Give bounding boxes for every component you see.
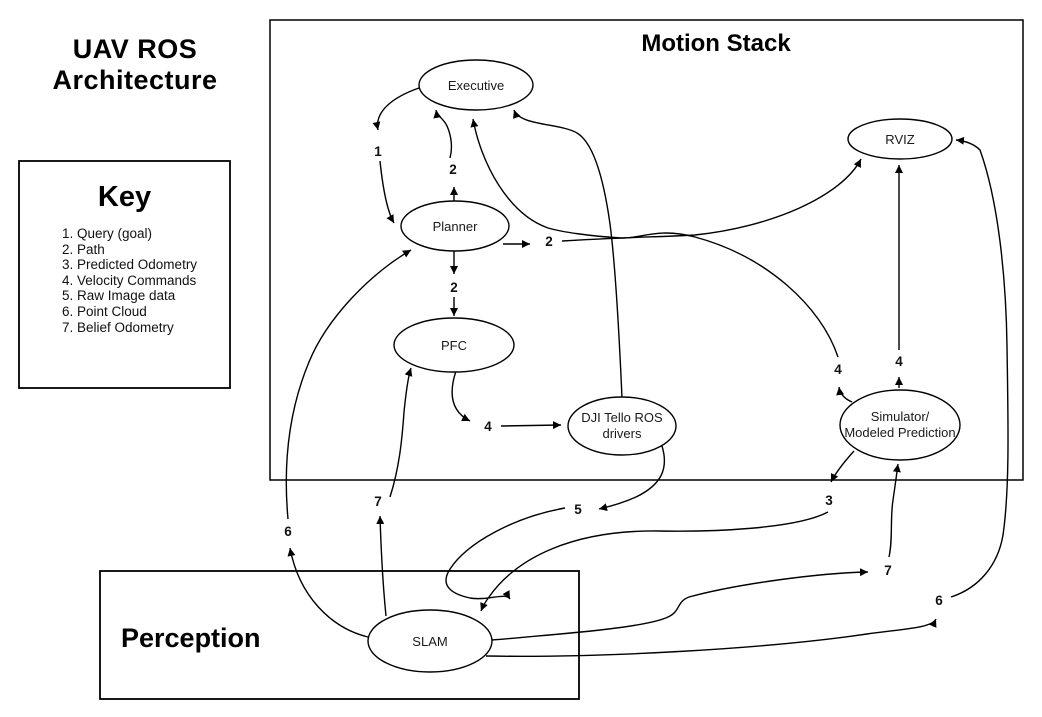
edges xyxy=(285,87,1009,657)
nodes xyxy=(367,59,961,673)
edge-simulator-to-slam-seg2 xyxy=(480,511,829,612)
edge-pfc-to-dji-seg2 xyxy=(500,421,562,430)
edge-label-4-simulator-rviz: 4 xyxy=(895,354,903,369)
edge-dji-to-slam-seg1 xyxy=(598,445,666,512)
key-item: 4. Velocity Commands xyxy=(62,272,197,288)
slam-label: SLAM xyxy=(412,634,447,649)
motion-stack-title: Motion Stack xyxy=(641,30,791,57)
edge-label-2-planner-pfc: 2 xyxy=(450,280,458,295)
edge-slam-to-pfc-seg2 xyxy=(389,367,413,498)
key-title: Key xyxy=(97,181,152,213)
edge-label-1-query: 1 xyxy=(374,144,382,159)
pfc-node xyxy=(393,317,515,373)
dji-tello-ros-drivers-node xyxy=(567,396,677,456)
perception-title: Perception xyxy=(121,623,261,653)
page-title-line2: Architecture xyxy=(52,65,218,96)
pfc-label: PFC xyxy=(441,338,467,353)
key-item: 7. Belief Odometry xyxy=(62,319,174,335)
page-title-line1: UAV ROS xyxy=(72,34,198,64)
slam-node xyxy=(367,609,493,673)
edge-dji-to-executive xyxy=(513,109,623,399)
planner-node xyxy=(400,200,510,252)
key-box xyxy=(18,160,231,389)
dji-label-line1: DJI Tello ROS xyxy=(581,410,663,425)
edge-executive-to-planner-seg2 xyxy=(379,160,395,224)
motion-stack-box xyxy=(269,19,1024,481)
edge-slam-to-rviz-seg2 xyxy=(950,136,1009,598)
edge-label-7-slam-simulator: 7 xyxy=(884,563,892,578)
edge-label-2-planner-rviz: 2 xyxy=(545,234,553,249)
executive-label: Executive xyxy=(448,78,504,93)
page-title: UAV ROS Architecture xyxy=(25,34,245,96)
rviz-label: RVIZ xyxy=(885,132,914,147)
edge-simulator-to-slam-seg1 xyxy=(830,450,855,483)
edge-pfc-to-dji-seg1 xyxy=(451,370,471,422)
edge-planner-to-executive-seg2 xyxy=(433,109,453,159)
key-item: 6. Point Cloud xyxy=(62,303,147,319)
edge-planner-to-rviz-seg2 xyxy=(561,158,862,242)
edge-simulator-to-executive-seg1 xyxy=(836,386,853,403)
key-item: 5. Raw Image data xyxy=(62,288,176,304)
edge-label-5-dji-slam: 5 xyxy=(574,502,582,517)
edge-slam-to-pfc-seg1 xyxy=(376,515,387,617)
simulator-label-line2: Modeled Prediction xyxy=(844,425,955,440)
edge-simulator-to-executive-seg2 xyxy=(470,118,839,358)
edge-label-6-slam-planner: 6 xyxy=(284,524,292,539)
key-item: 2. Path xyxy=(62,241,105,257)
edge-slam-to-planner-seg2 xyxy=(285,249,412,520)
rviz-node xyxy=(847,118,953,160)
dji-label-line2: drivers xyxy=(602,426,642,441)
key-item: 1. Query (goal) xyxy=(62,226,153,241)
simulator-modeled-prediction-node xyxy=(839,389,961,461)
perception-box xyxy=(99,570,580,700)
executive-node xyxy=(418,59,534,111)
edge-slam-to-planner-seg1 xyxy=(287,547,369,638)
edge-label-6-slam-rviz: 6 xyxy=(935,593,943,608)
edge-dji-to-slam-seg2 xyxy=(445,507,566,600)
edge-label-4-pfc-dji: 4 xyxy=(484,419,492,434)
planner-label: Planner xyxy=(433,219,478,234)
simulator-label-line1: Simulator/ xyxy=(871,409,930,424)
edge-number-labels: 1 2 2 2 4 4 4 3 5 7 7 6 6 xyxy=(284,144,943,608)
edge-label-7-slam-pfc: 7 xyxy=(374,494,382,509)
edge-label-3-simulator-slam: 3 xyxy=(825,493,833,508)
edge-slam-to-rviz-seg1 xyxy=(485,618,937,657)
edge-label-4-simulator-executive: 4 xyxy=(834,362,842,377)
edge-slam-to-simulator-seg2 xyxy=(888,463,901,558)
edge-slam-to-simulator-seg1 xyxy=(491,568,869,641)
key-item: 3. Predicted Odometry xyxy=(62,257,198,273)
key-list: 1. Query (goal) 2. Path 3. Predicted Odo… xyxy=(62,226,230,335)
edge-label-2-planner-executive: 2 xyxy=(449,162,457,177)
node-labels: Executive Planner PFC DJI Tello ROS driv… xyxy=(412,78,955,649)
edge-executive-to-planner-seg1 xyxy=(372,87,420,131)
